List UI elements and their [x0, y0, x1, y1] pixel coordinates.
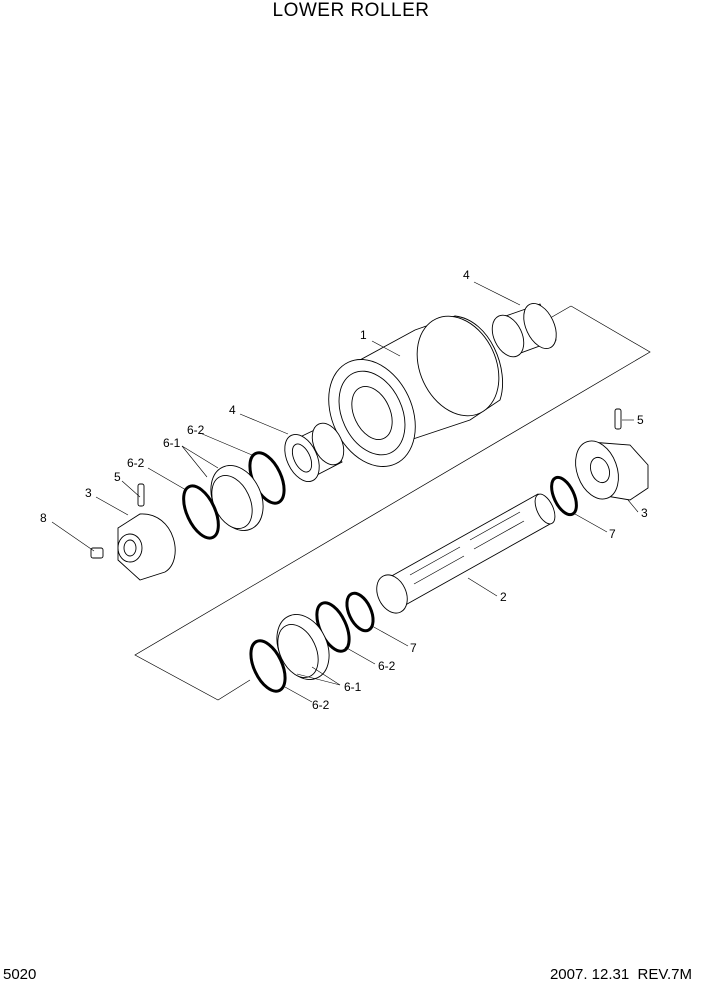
- page-title: LOWER ROLLER: [272, 0, 430, 21]
- callout-8: 8: [40, 511, 47, 525]
- page-number: 5020: [3, 966, 37, 983]
- callout-6-1-upper: 6-1: [163, 436, 181, 450]
- seal-group-lower: [249, 591, 375, 693]
- callout-3-left: 3: [85, 486, 92, 500]
- callout-5-right: 5: [637, 413, 644, 427]
- callout-2: 2: [500, 590, 507, 604]
- callout-5-left: 5: [114, 470, 121, 484]
- revision-date: 2007. 12.31 REV.7M: [549, 966, 692, 983]
- callout-4-upper: 4: [463, 268, 470, 282]
- collar-right: [575, 440, 649, 501]
- callout-6-2-upper: 6-2: [187, 423, 205, 437]
- shaft: [376, 493, 556, 614]
- roller-body: [328, 315, 504, 467]
- plug: [90, 547, 104, 559]
- callout-6-1-lower: 6-1: [344, 680, 362, 694]
- o-ring-right: [550, 475, 578, 517]
- callout-6-2-lower: 6-2: [378, 659, 396, 673]
- callout-6-2-left: 6-2: [127, 456, 145, 470]
- callout-6-2-bottom: 6-2: [312, 698, 330, 712]
- bushing-upper: [491, 303, 557, 358]
- seal-group-upper: [182, 451, 286, 540]
- pin-left: [137, 483, 145, 507]
- callout-3-right: 3: [641, 506, 648, 520]
- collar-left: [117, 513, 176, 581]
- callout-1: 1: [360, 328, 367, 342]
- pin-right: [614, 408, 622, 430]
- callout-4-mid: 4: [229, 403, 236, 417]
- leader-lines: [51, 281, 639, 703]
- callout-7-lower: 7: [410, 641, 417, 655]
- bushing-lower: [284, 422, 345, 482]
- callout-7-right: 7: [609, 527, 616, 541]
